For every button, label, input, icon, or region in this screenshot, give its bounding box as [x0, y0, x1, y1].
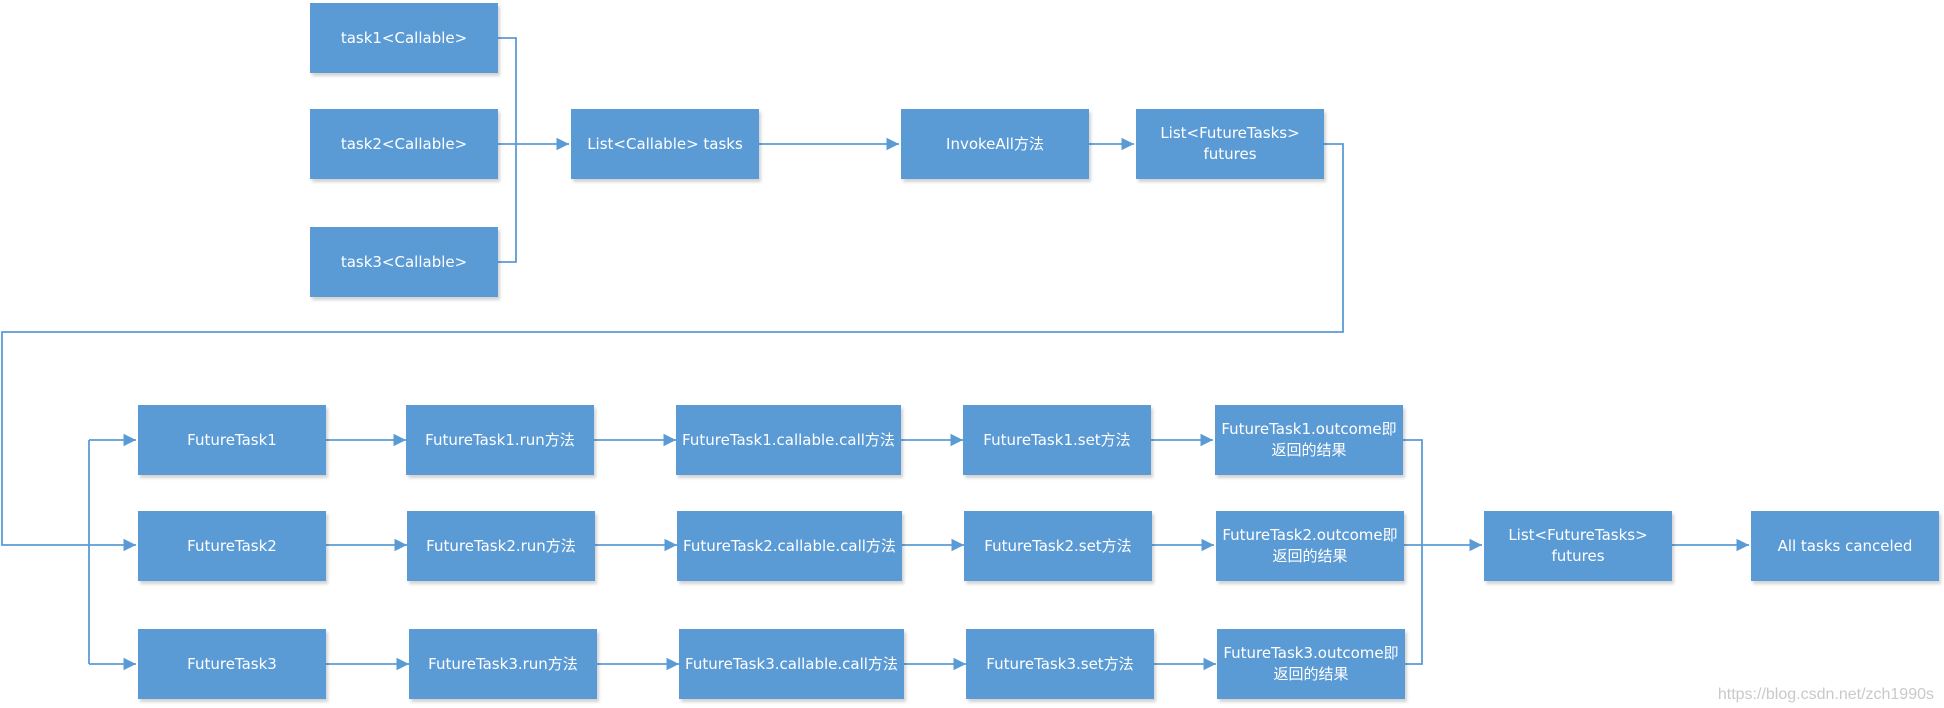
- futuretask1-call-box: FutureTask1.callable.call方法: [676, 405, 901, 475]
- connector-task1-merge: [498, 37, 517, 144]
- futuretask1-set-box: FutureTask1.set方法: [963, 405, 1151, 475]
- connector-outcome1-merge: [1403, 439, 1423, 545]
- invokeall-box: InvokeAll方法: [901, 109, 1089, 179]
- futuretask3-set-box: FutureTask3.set方法: [966, 629, 1154, 699]
- futuretask2-run-box: FutureTask2.run方法: [407, 511, 595, 581]
- futures-list-bottom-box: List<FutureTasks> futures: [1484, 511, 1672, 581]
- task1-box: task1<Callable>: [310, 3, 498, 73]
- futuretask2-box: FutureTask2: [138, 511, 326, 581]
- futuretask1-run-box: FutureTask1.run方法: [406, 405, 594, 475]
- connector-task3-merge: [498, 144, 517, 263]
- futuretask1-outcome-box: FutureTask1.outcome即返回的结果: [1215, 405, 1403, 475]
- watermark: https://blog.csdn.net/zch1990s: [1717, 686, 1934, 703]
- futures-list-top-box: List<FutureTasks> futures: [1136, 109, 1324, 179]
- task2-box: task2<Callable>: [310, 109, 498, 179]
- futuretask1-box: FutureTask1: [138, 405, 326, 475]
- task3-box: task3<Callable>: [310, 227, 498, 297]
- futuretask2-outcome-box: FutureTask2.outcome即返回的结果: [1216, 511, 1404, 581]
- list-callable-tasks-box: List<Callable> tasks: [571, 109, 759, 179]
- futuretask3-outcome-box: FutureTask3.outcome即返回的结果: [1217, 629, 1405, 699]
- futuretask2-call-box: FutureTask2.callable.call方法: [677, 511, 902, 581]
- futuretask3-run-box: FutureTask3.run方法: [409, 629, 597, 699]
- connector-futures-down: [1, 143, 1344, 546]
- futuretask2-set-box: FutureTask2.set方法: [964, 511, 1152, 581]
- futuretask3-call-box: FutureTask3.callable.call方法: [679, 629, 904, 699]
- futuretask3-box: FutureTask3: [138, 629, 326, 699]
- connector-outcome3-merge: [1405, 545, 1423, 665]
- all-tasks-canceled-box: All tasks canceled: [1751, 511, 1939, 581]
